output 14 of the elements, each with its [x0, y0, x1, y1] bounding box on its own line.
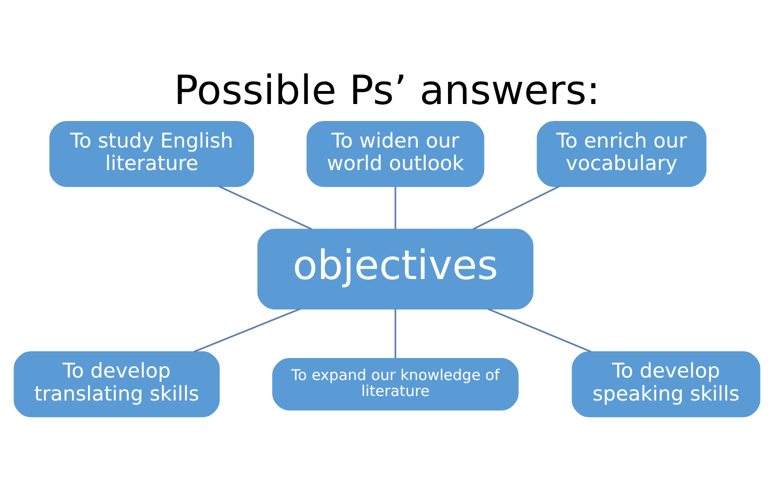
diagram-title: Possible Ps’ answers:: [173, 66, 600, 114]
connector: [486, 308, 591, 352]
node-box: objectives: [256, 228, 533, 309]
connector: [394, 308, 396, 358]
node-box: To develop speaking skills: [571, 350, 760, 417]
node-box: To enrich our vocabulary: [536, 120, 706, 186]
connector: [218, 185, 312, 230]
node-box: To study English literature: [48, 120, 254, 186]
connector: [394, 186, 396, 228]
connector: [193, 308, 300, 352]
node-box: To widen our world outlook: [306, 120, 484, 186]
node-box: To develop translating skills: [13, 350, 220, 417]
node-box: To expand our knowledge of literature: [272, 357, 518, 410]
connector: [472, 185, 560, 230]
